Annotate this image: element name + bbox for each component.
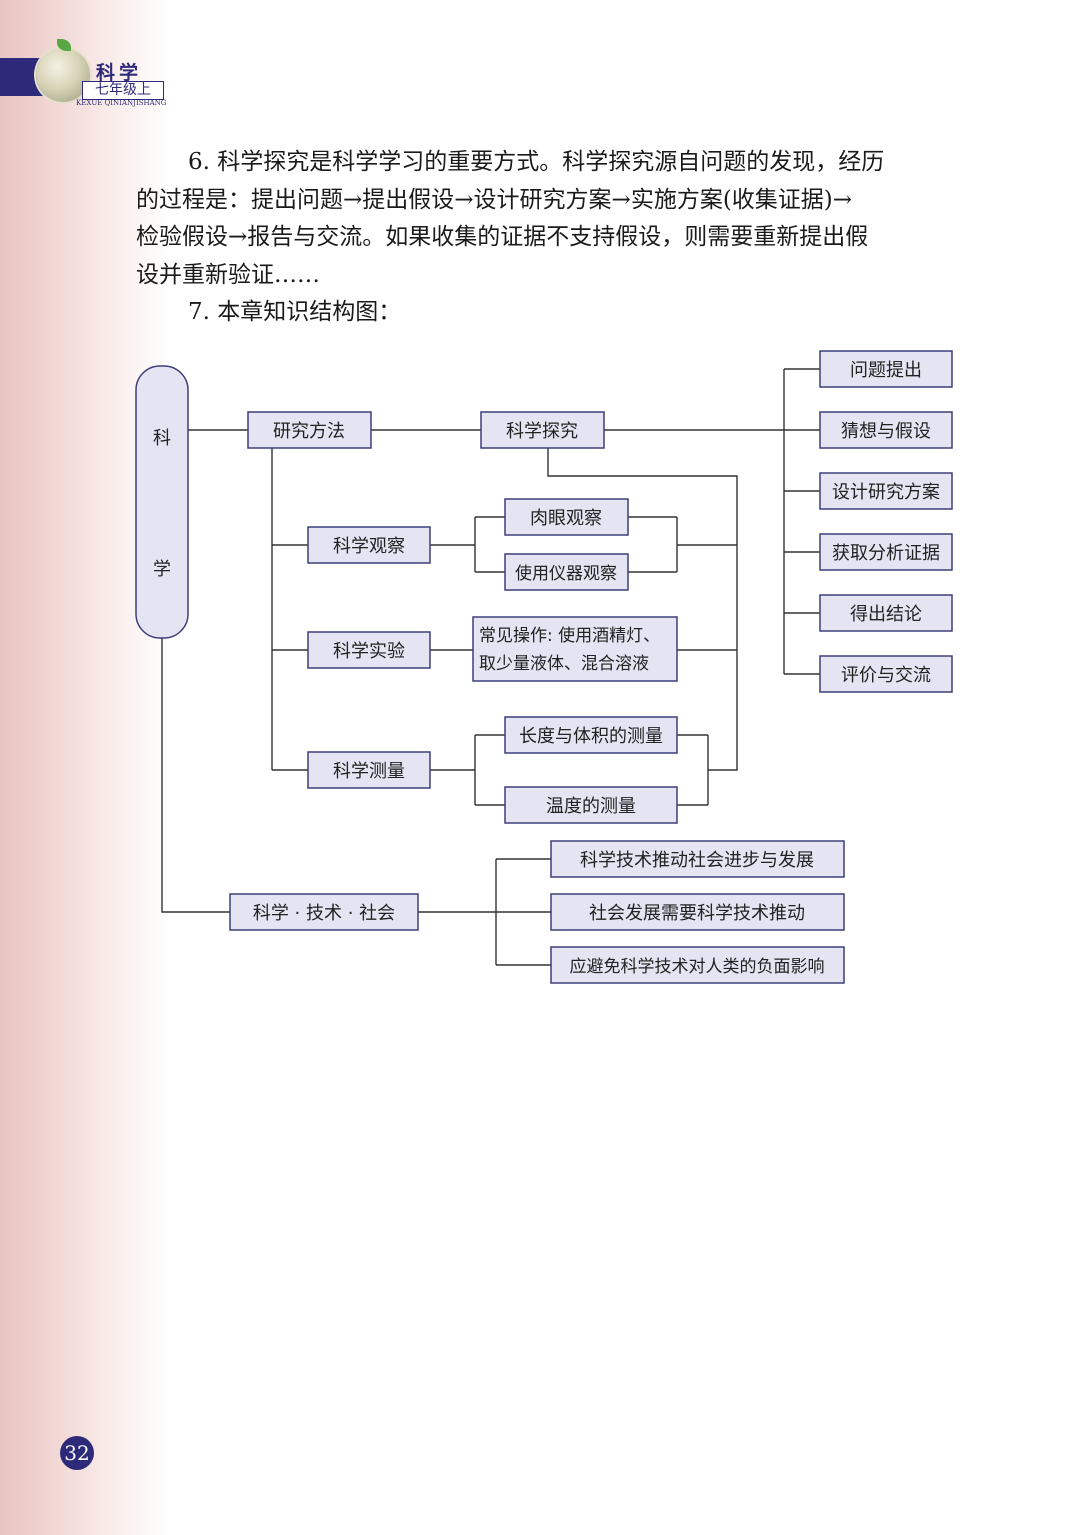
step-box	[819, 655, 953, 693]
root-science-node	[135, 365, 189, 639]
step-label: 问题提出	[850, 360, 922, 381]
sts-box	[229, 893, 419, 931]
header-pinyin: KEXUE QINIANJISHANG	[76, 99, 167, 107]
paragraph-7: 7. 本章知识结构图：	[188, 299, 402, 325]
leaf-icon	[57, 39, 71, 51]
step-label: 猜想与假设	[841, 421, 931, 442]
experiment-label: 科学实验	[333, 641, 405, 662]
step-box	[819, 350, 953, 388]
globe-logo-icon	[36, 48, 90, 102]
step-box	[819, 594, 953, 632]
temperature-box	[504, 786, 678, 824]
connector-lines	[161, 368, 820, 966]
body-text: 6. 科学探究是科学学习的重要方式。科学探究源自问题的发现，经历 的过程是：提出…	[136, 144, 958, 332]
observation-label: 科学观察	[333, 536, 405, 557]
measurement-label: 科学测量	[333, 761, 405, 782]
measurement-box	[307, 751, 431, 789]
sts-item-label: 应避免科学技术对人类的负面影响	[570, 957, 825, 977]
research-methods-label: 研究方法	[273, 421, 345, 442]
research-methods-box	[247, 411, 372, 449]
naked-eye-label: 肉眼观察	[530, 508, 602, 529]
observation-box	[307, 526, 431, 564]
length-volume-box	[504, 716, 678, 754]
paragraph-6-line-2: 的过程是：提出问题→提出假设→设计研究方案→实施方案(收集证据)→	[136, 186, 853, 213]
temperature-label: 温度的测量	[546, 796, 636, 817]
common-operations-line-1: 常见操作: 使用酒精灯、	[479, 625, 660, 646]
sts-label: 科学 · 技术 · 社会	[253, 903, 395, 924]
step-label: 设计研究方案	[832, 482, 940, 503]
experiment-box	[307, 631, 431, 669]
header-subject: 科学	[96, 62, 143, 84]
instrument-label: 使用仪器观察	[515, 563, 617, 584]
common-operations-line-2: 取少量液体、混合溶液	[479, 654, 649, 674]
sts-item-box	[550, 840, 845, 878]
inquiry-label: 科学探究	[506, 421, 578, 442]
step-box	[819, 472, 953, 510]
step-label: 获取分析证据	[832, 543, 940, 564]
header-grade: 七年级上	[82, 81, 164, 100]
sts-item-label: 科学技术推动社会进步与发展	[580, 850, 814, 871]
naked-eye-box	[504, 498, 629, 536]
paragraph-6-line-4: 设并重新验证……	[136, 261, 320, 288]
common-operations-box	[472, 616, 678, 682]
length-volume-label: 长度与体积的测量	[519, 726, 663, 747]
step-box	[819, 411, 953, 449]
paragraph-6-line-3: 检验假设→报告与交流。如果收集的证据不支持假设，则需要重新提出假	[136, 224, 869, 250]
root-label-top: 科	[153, 428, 171, 449]
step-box	[819, 533, 953, 571]
step-label: 评价与交流	[841, 665, 931, 686]
sts-item-label: 社会发展需要科学技术推动	[589, 903, 805, 924]
sts-item-box	[550, 893, 845, 931]
instrument-box	[504, 553, 629, 591]
page-number: 32	[60, 1436, 94, 1470]
sts-item-box	[550, 946, 845, 984]
inquiry-box	[480, 411, 605, 449]
root-label-bottom: 学	[153, 559, 171, 580]
step-label: 得出结论	[850, 604, 922, 625]
paragraph-6-line-1: 6. 科学探究是科学学习的重要方式。科学探究源自问题的发现，经历	[188, 149, 885, 175]
